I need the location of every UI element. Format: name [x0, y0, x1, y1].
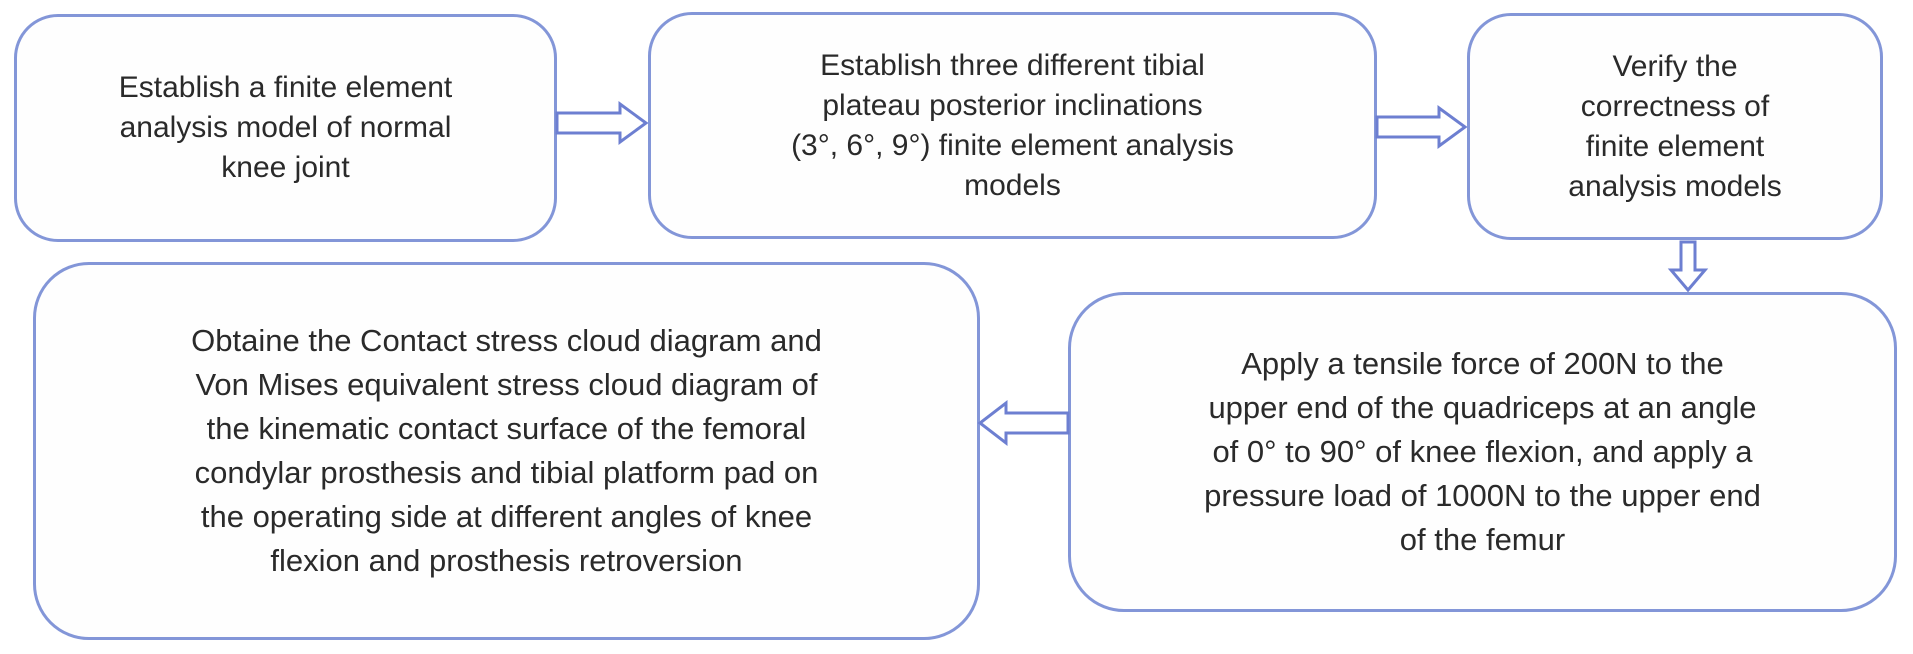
- flow-step-establish-normal-knee-model: Establish a finite element analysis mode…: [14, 14, 557, 242]
- step-text: Apply a tensile force of 200N to the upp…: [1204, 346, 1761, 557]
- step-text: Establish a finite element analysis mode…: [118, 71, 453, 184]
- arrow-right-icon: [1375, 105, 1468, 149]
- flow-step-obtain-stress-diagrams: Obtaine the Contact stress cloud diagram…: [33, 262, 980, 640]
- flow-step-verify-models: Verify the correctness of finite element…: [1467, 13, 1883, 240]
- flow-step-apply-loads: Apply a tensile force of 200N to the upp…: [1068, 292, 1897, 612]
- arrow-right-icon: [555, 101, 649, 145]
- arrow-down-icon: [1667, 240, 1709, 293]
- step-text: Obtaine the Contact stress cloud diagram…: [191, 323, 822, 578]
- step-text: Verify the correctness of finite element…: [1568, 49, 1782, 203]
- flow-step-establish-inclination-models: Establish three different tibial plateau…: [648, 12, 1377, 239]
- arrow-left-icon: [977, 399, 1070, 447]
- step-text: Establish three different tibial plateau…: [791, 48, 1234, 202]
